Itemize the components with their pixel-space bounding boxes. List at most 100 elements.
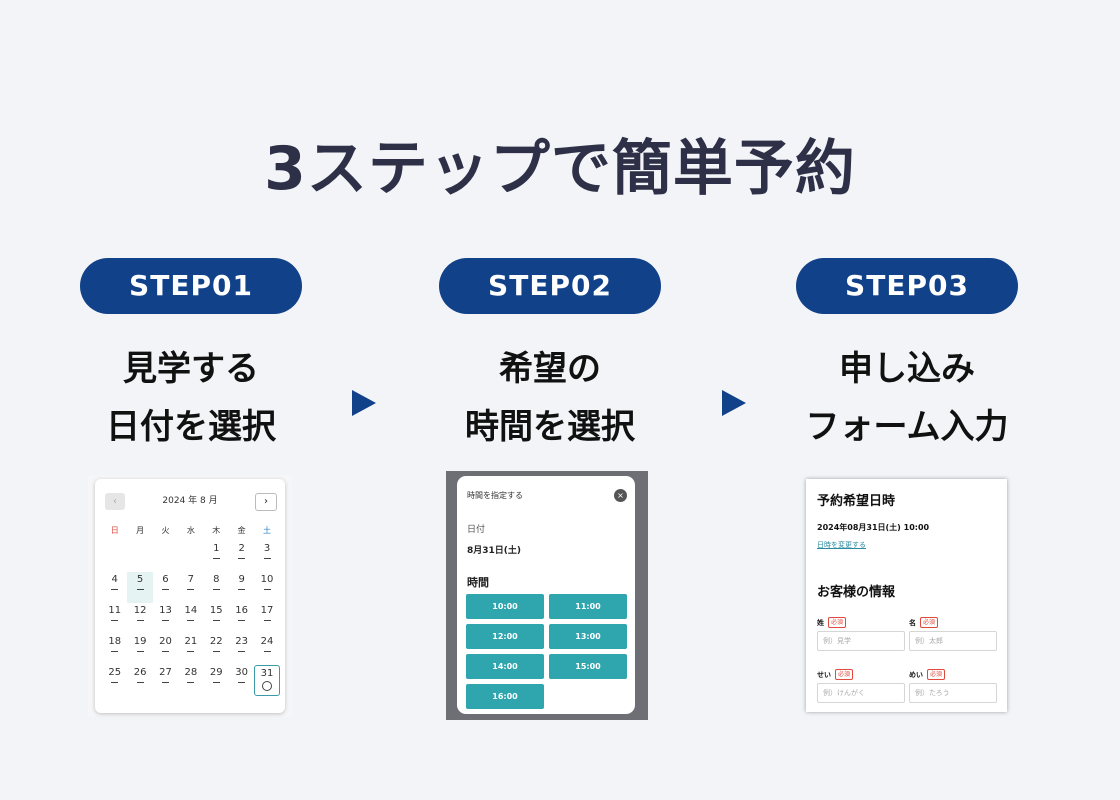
calendar-day[interactable]: 27 <box>153 665 178 696</box>
time-slot-button[interactable]: 11:00 <box>549 594 627 619</box>
availability-dash-icon <box>111 651 119 652</box>
availability-dash-icon <box>187 620 195 621</box>
availability-dash-icon <box>111 589 119 590</box>
calendar-day-number: 10 <box>260 574 274 585</box>
date-value: 8月31日(土) <box>467 546 522 556</box>
availability-circle-icon <box>262 681 273 691</box>
step-heading-line: 申し込み <box>839 349 975 389</box>
time-slot-button[interactable]: 14:00 <box>466 654 544 679</box>
calendar-day[interactable]: 30 <box>229 665 254 696</box>
calendar-day-number: 5 <box>136 574 144 585</box>
availability-dash-icon <box>238 620 246 621</box>
time-label: 時間 <box>467 576 489 589</box>
step-heading-line: 見学する <box>123 349 259 389</box>
last-name-input[interactable]: 例）見学 <box>817 631 905 651</box>
availability-dash-icon <box>263 589 271 590</box>
availability-dash-icon <box>136 651 144 652</box>
calendar-day[interactable]: 9 <box>229 572 254 603</box>
calendar-day-number: 25 <box>108 667 122 678</box>
first-name-kana-input[interactable]: 例）たろう <box>909 683 997 703</box>
availability-dash-icon <box>136 589 144 590</box>
calendar-day-number: 1 <box>213 543 220 554</box>
availability-dash-icon <box>263 558 271 559</box>
next-month-icon[interactable]: › <box>255 493 277 511</box>
last-name-kana-input[interactable]: 例）けんがく <box>817 683 905 703</box>
availability-dash-icon <box>238 682 246 683</box>
prev-month-icon[interactable]: ‹ <box>105 493 125 510</box>
calendar-day[interactable]: 20 <box>153 634 178 665</box>
calendar-day[interactable]: 28 <box>178 665 203 696</box>
calendar-day[interactable]: 15 <box>204 603 229 634</box>
availability-dash-icon <box>161 682 169 683</box>
calendar-day-number: 18 <box>108 636 122 647</box>
availability-dash-icon <box>111 620 119 621</box>
calendar-day-number: 27 <box>159 667 172 678</box>
change-datetime-link[interactable]: 日時を変更する <box>817 541 866 549</box>
calendar-day[interactable]: 21 <box>178 634 203 665</box>
weekday-label: 水 <box>186 526 195 535</box>
step-2: STEP02 希望の 時間を選択 <box>420 258 680 456</box>
calendar-day[interactable]: 3 <box>254 541 279 572</box>
arrow-right-icon <box>352 390 376 416</box>
time-slot-button[interactable]: 10:00 <box>466 594 544 619</box>
step-heading-line: 希望の <box>499 349 601 389</box>
calendar-day-number: 24 <box>260 636 274 647</box>
calendar-day-number: 13 <box>159 605 172 616</box>
calendar-day[interactable]: 2 <box>229 541 254 572</box>
weekday-row: 日 月 火 水 木 金 土 <box>102 525 280 541</box>
page-title: 3ステップで簡単予約 <box>264 134 856 204</box>
time-slot-button[interactable]: 15:00 <box>549 654 627 679</box>
calendar-day[interactable]: 12 <box>127 603 152 634</box>
first-name-input[interactable]: 例）太郎 <box>909 631 997 651</box>
calendar-day[interactable]: 26 <box>127 665 152 696</box>
calendar-empty-cell <box>102 541 127 572</box>
calendar-day[interactable]: 31 <box>254 665 280 696</box>
calendar-day-number: 12 <box>133 605 147 616</box>
availability-dash-icon <box>238 589 246 590</box>
time-slot-button[interactable]: 16:00 <box>466 684 544 709</box>
calendar-day[interactable]: 4 <box>102 572 127 603</box>
calendar-day-number: 20 <box>159 636 172 647</box>
time-slot-button[interactable]: 12:00 <box>466 624 544 649</box>
calendar-day[interactable]: 1 <box>204 541 229 572</box>
calendar-day[interactable]: 11 <box>102 603 127 634</box>
calendar-day[interactable]: 5 <box>127 572 153 603</box>
field-label-last-name: 姓必須 <box>817 617 847 628</box>
calendar-day[interactable]: 6 <box>153 572 178 603</box>
calendar-day[interactable]: 8 <box>204 572 229 603</box>
calendar-day-number: 31 <box>260 668 274 679</box>
calendar-month-label: 2024 年 8 月 <box>162 496 218 506</box>
calendar-day-number: 26 <box>133 667 147 678</box>
calendar-day-number: 15 <box>209 605 223 616</box>
calendar-empty-cell <box>178 541 203 572</box>
calendar-day[interactable]: 19 <box>127 634 152 665</box>
calendar-day[interactable]: 17 <box>254 603 279 634</box>
calendar-day[interactable]: 29 <box>204 665 229 696</box>
calendar-day[interactable]: 16 <box>229 603 254 634</box>
step-3: STEP03 申し込み フォーム入力 <box>777 258 1037 456</box>
calendar-day[interactable]: 18 <box>102 634 127 665</box>
calendar-day[interactable]: 23 <box>229 634 254 665</box>
calendar-day[interactable]: 22 <box>204 634 229 665</box>
time-picker-screenshot: 時間を指定する × 日付 8月31日(土) 時間 10:00 11:00 12:… <box>446 471 648 720</box>
step-badge: STEP01 <box>80 258 302 314</box>
availability-dash-icon <box>161 589 169 590</box>
calendar-day[interactable]: 24 <box>254 634 279 665</box>
close-icon[interactable]: × <box>614 489 627 502</box>
time-slot-button[interactable]: 13:00 <box>549 624 627 649</box>
availability-dash-icon <box>187 589 195 590</box>
calendar-day[interactable]: 14 <box>178 603 203 634</box>
calendar-day[interactable]: 10 <box>254 572 279 603</box>
calendar-day-number: 8 <box>213 574 220 585</box>
availability-dash-icon <box>263 651 271 652</box>
calendar-day[interactable]: 25 <box>102 665 127 696</box>
calendar-day[interactable]: 7 <box>178 572 203 603</box>
step-1: STEP01 見学する 日付を選択 <box>61 258 321 456</box>
form-screenshot: 予約希望日時 2024年08月31日(土) 10:00 日時を変更する お客様の… <box>806 479 1007 712</box>
step-heading-line: 日付を選択 <box>106 407 276 447</box>
calendar-day-number: 19 <box>133 636 147 647</box>
calendar-day[interactable]: 13 <box>153 603 178 634</box>
